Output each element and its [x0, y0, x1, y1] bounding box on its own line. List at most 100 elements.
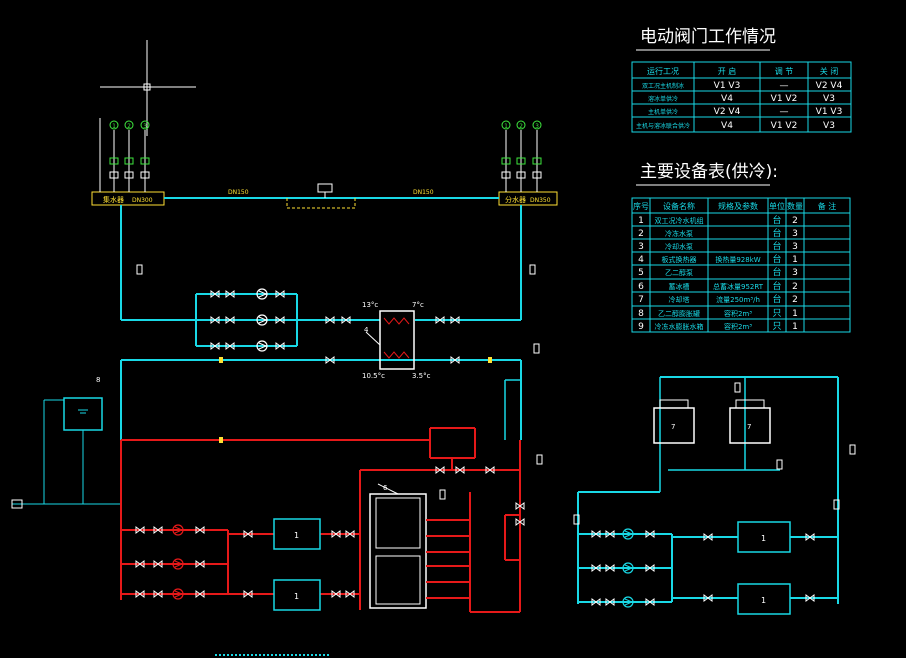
circuit-marker-label: 1 — [504, 123, 508, 130]
circuit-marker — [516, 120, 526, 130]
valve-table-cell: V1 V3 — [816, 107, 843, 117]
valve-icon — [153, 526, 163, 534]
svg-text:1: 1 — [761, 534, 766, 543]
valve-table-cell: V3 — [823, 94, 835, 104]
valve-icon — [331, 590, 341, 598]
flow-marker — [488, 357, 492, 363]
pipe-tag — [734, 382, 741, 393]
equip-table-cell: 只 — [772, 322, 781, 332]
pump-arrow-icon — [624, 564, 634, 572]
valve-icon — [195, 526, 205, 534]
svg-text:DN150: DN150 — [413, 189, 434, 196]
distributor-header: 分水器 DN350 — [498, 191, 558, 206]
equip-table-cell: 台 — [772, 280, 781, 292]
equip-table-cell: 2 — [638, 229, 644, 239]
equip-table-header: 设备名称 — [663, 201, 695, 211]
equip-table-cell: 3 — [792, 229, 798, 239]
bypass-valve — [317, 183, 333, 198]
equip-table-cell: 2 — [792, 295, 798, 305]
valve-icon — [345, 530, 355, 538]
equip-table-cell: 台 — [772, 227, 781, 239]
pipe-tag — [536, 454, 543, 465]
valve-icon — [225, 290, 235, 298]
circuit-marker-label: 2 — [127, 123, 131, 130]
valve-icon — [805, 533, 815, 541]
equip-table-cell: 冷却塔 — [669, 295, 690, 304]
equip-table-cell: 1 — [792, 255, 798, 265]
valve-table-cell: V1 V2 — [771, 121, 798, 131]
valve-table-cell: V2 V4 — [816, 81, 843, 91]
pipe-tag — [529, 264, 536, 275]
equip-table-cell: 3 — [792, 268, 798, 278]
circuit-marker — [501, 120, 511, 130]
equip-table-cell: 台 — [772, 253, 781, 265]
valve-icon — [210, 342, 220, 350]
svg-text:DN300: DN300 — [132, 197, 153, 204]
equip-table-header: 单位 — [769, 201, 785, 211]
pipe-tag — [776, 459, 783, 470]
valve-icon — [805, 594, 815, 602]
condenser-unit-2: 1 — [737, 583, 791, 615]
valve-icon — [135, 590, 145, 598]
svg-text:1: 1 — [294, 592, 299, 601]
svg-text:集水器: 集水器 — [103, 195, 124, 204]
plate-heat-exchanger: 4 — [364, 310, 415, 370]
equip-table-title: 主要设备表(供冷): — [640, 162, 778, 182]
equip-table — [631, 197, 851, 333]
valve-icon — [515, 518, 525, 526]
circuit-marker — [532, 120, 542, 130]
pipe-tag — [533, 343, 540, 354]
valve-table-title: 电动阀门工作情况 — [640, 27, 776, 47]
valve-table-cell: 溶冰单供冷 — [648, 95, 678, 103]
valve-icon — [243, 530, 253, 538]
equip-table-cell: 板式换热器 — [662, 255, 697, 264]
valve-icon — [153, 560, 163, 568]
collector-header: 集水器 DN300 — [91, 191, 165, 206]
valve-icon — [645, 530, 655, 538]
circuit-marker-label: 3 — [143, 123, 147, 130]
pump-arrow-icon — [624, 530, 634, 538]
equip-table-header: 备 注 — [818, 201, 837, 211]
distributor-branches — [501, 130, 542, 192]
equip-table-cell: 总蓄冰量952RT — [713, 282, 764, 291]
equip-table-cell: 5 — [638, 268, 644, 278]
circuit-marker — [124, 120, 134, 130]
cooling-water-loop — [577, 376, 839, 604]
valve-table-cell: V3 — [823, 121, 835, 131]
valve-table-cell: V2 V4 — [714, 107, 741, 117]
pipe-tag — [849, 444, 856, 455]
equip-table-cell: 流量250m³/h — [716, 295, 760, 304]
valve-icon — [345, 590, 355, 598]
equip-table-cell: 6 — [638, 282, 644, 292]
valve-table-cell: V4 — [721, 121, 733, 131]
equip-table-cell: 台 — [772, 266, 781, 278]
valve-icon — [331, 530, 341, 538]
pipe-tag — [439, 489, 446, 500]
svg-text:分水器: 分水器 — [505, 195, 526, 204]
valve-icon — [153, 590, 163, 598]
pipe-tag — [833, 499, 840, 510]
svg-text:10.5°c: 10.5°c — [362, 372, 385, 380]
valve-icon — [341, 316, 351, 324]
pump-arrow-icon — [258, 316, 268, 324]
crosshair-cursor — [100, 40, 196, 136]
pump-arrow-icon — [174, 560, 184, 568]
valve-table-cell: 主机与溶冰联合供冷 — [636, 122, 690, 130]
svg-text:DN350: DN350 — [530, 197, 551, 204]
svg-text:7: 7 — [747, 423, 751, 431]
equip-table-cell: 2 — [792, 282, 798, 292]
valve-table-cell: V1 V2 — [771, 94, 798, 104]
equip-table-cell: 冷冻水膨胀水箱 — [655, 322, 704, 331]
valve-icon — [605, 598, 615, 606]
valve-icon — [325, 316, 335, 324]
valve-icon — [455, 466, 465, 474]
equip-table-cell: 容积2m³ — [724, 309, 752, 318]
valve-icon — [605, 530, 615, 538]
svg-text:13°c: 13°c — [362, 301, 378, 309]
pipe-tag — [136, 264, 143, 275]
chilled-water-loop — [11, 205, 522, 509]
svg-text:1: 1 — [294, 531, 299, 540]
